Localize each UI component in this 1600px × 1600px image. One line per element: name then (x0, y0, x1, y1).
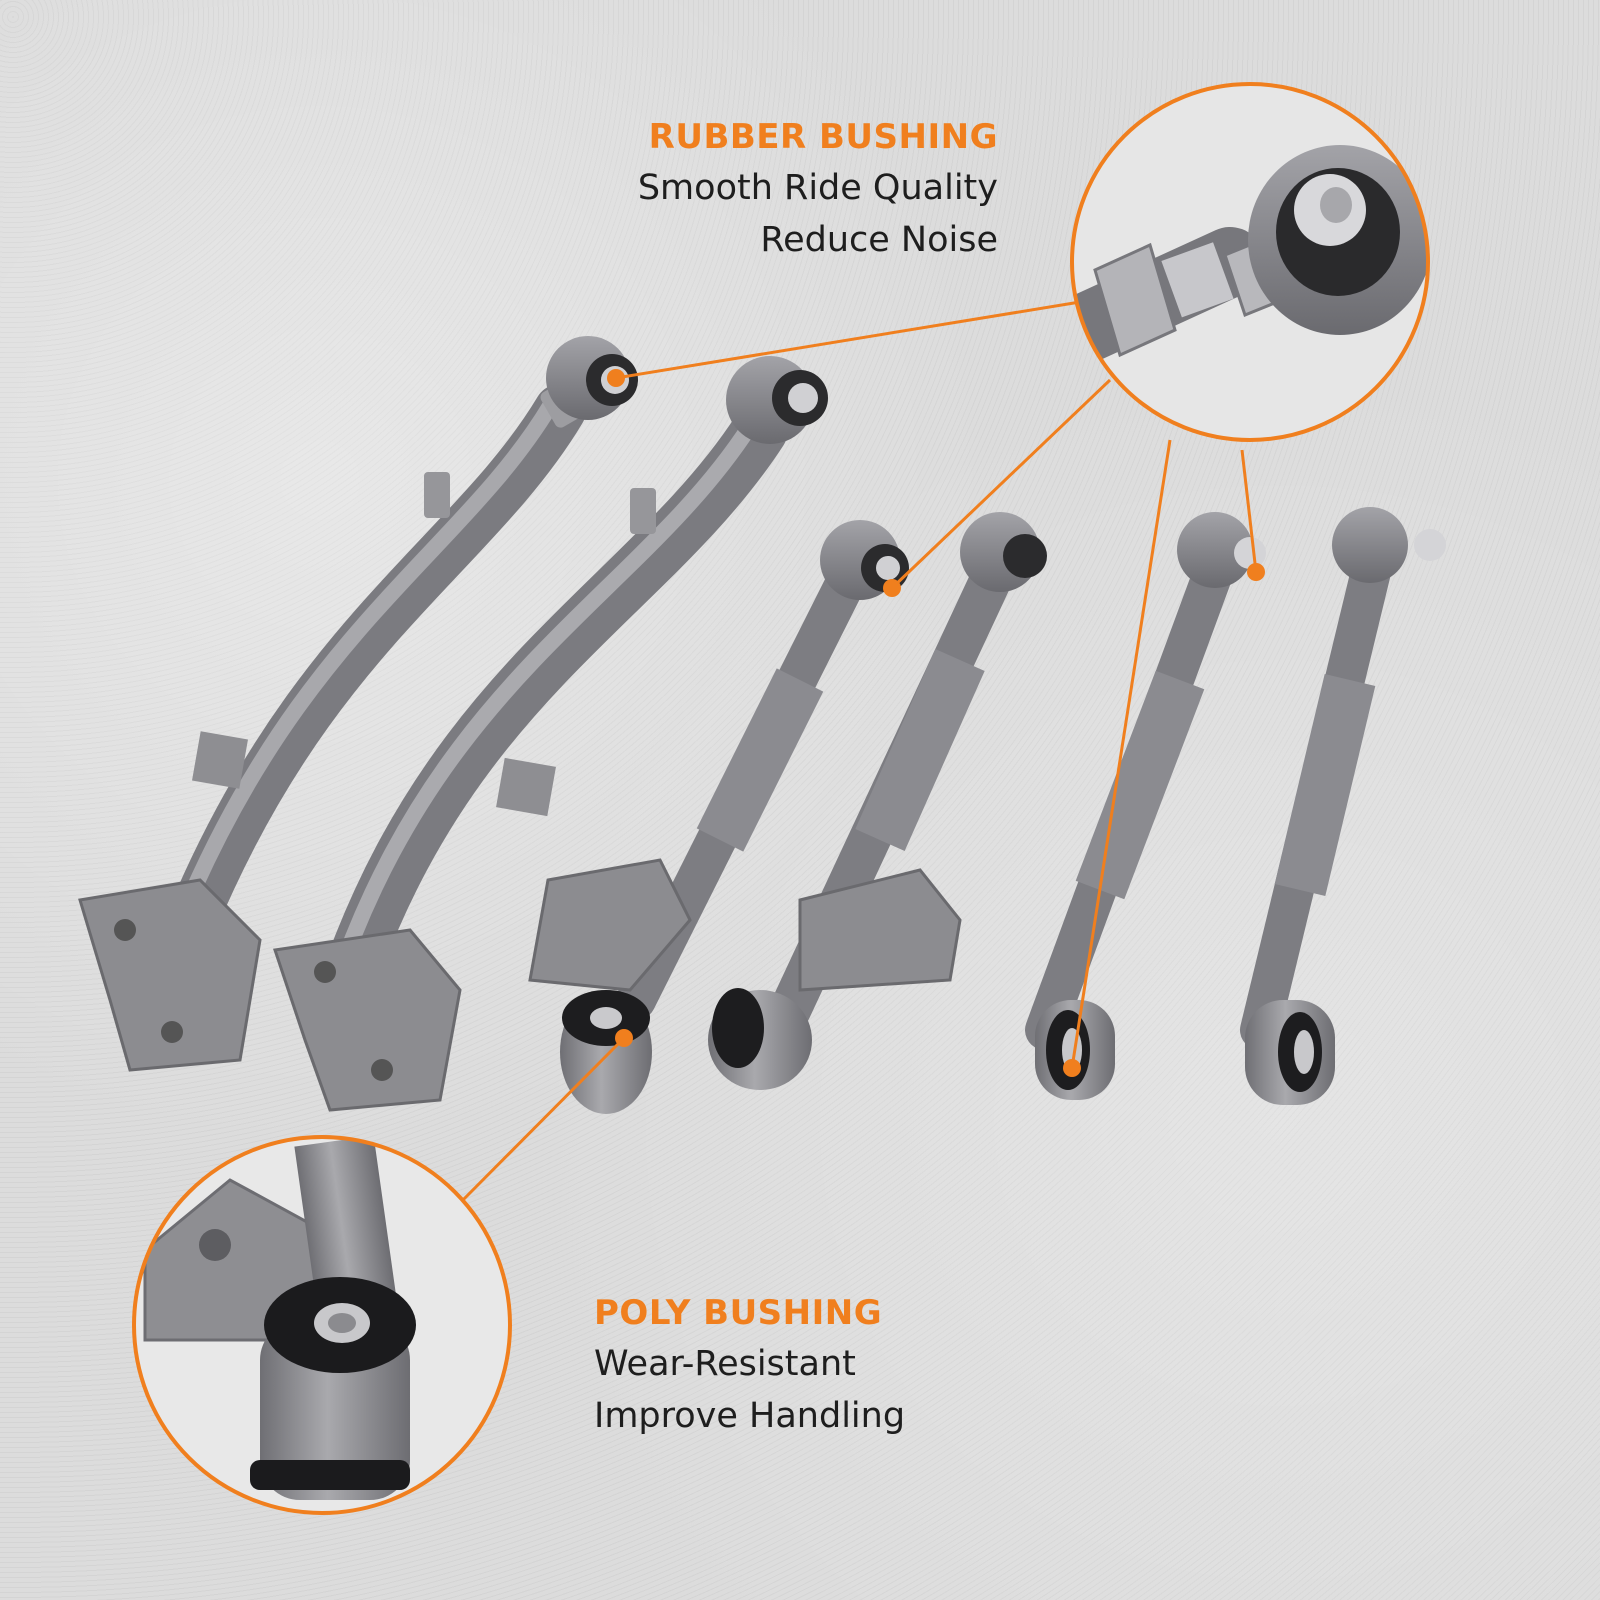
poly-bushing-feature-1: Wear-Resistant (594, 1344, 856, 1384)
rubber-bushing-callout: RUBBER BUSHING Smooth Ride Quality Reduc… (638, 112, 998, 266)
lateral-link-4 (708, 512, 1047, 1090)
callout-dots (607, 369, 1265, 1077)
rubber-bushing-feature-1: Smooth Ride Quality (637, 168, 998, 208)
trailing-arm-2 (273, 356, 828, 1112)
trailing-arm-1 (78, 336, 638, 1072)
rubber-bushing-zoom (1070, 82, 1430, 442)
callout-leader-lines (453, 300, 1258, 1210)
rubber-bushing-title: RUBBER BUSHING (648, 117, 998, 157)
poly-bushing-zoom (132, 1135, 512, 1515)
poly-bushing-title: POLY BUSHING (594, 1293, 883, 1333)
toe-link-6 (1240, 507, 1446, 1105)
poly-bushing-callout: POLY BUSHING Wear-Resistant Improve Hand… (594, 1288, 905, 1442)
toe-link-5 (1025, 512, 1266, 1100)
poly-bushing-feature-2: Improve Handling (594, 1396, 906, 1436)
lateral-link-3 (528, 520, 909, 1114)
rubber-bushing-feature-2: Reduce Noise (760, 220, 998, 260)
